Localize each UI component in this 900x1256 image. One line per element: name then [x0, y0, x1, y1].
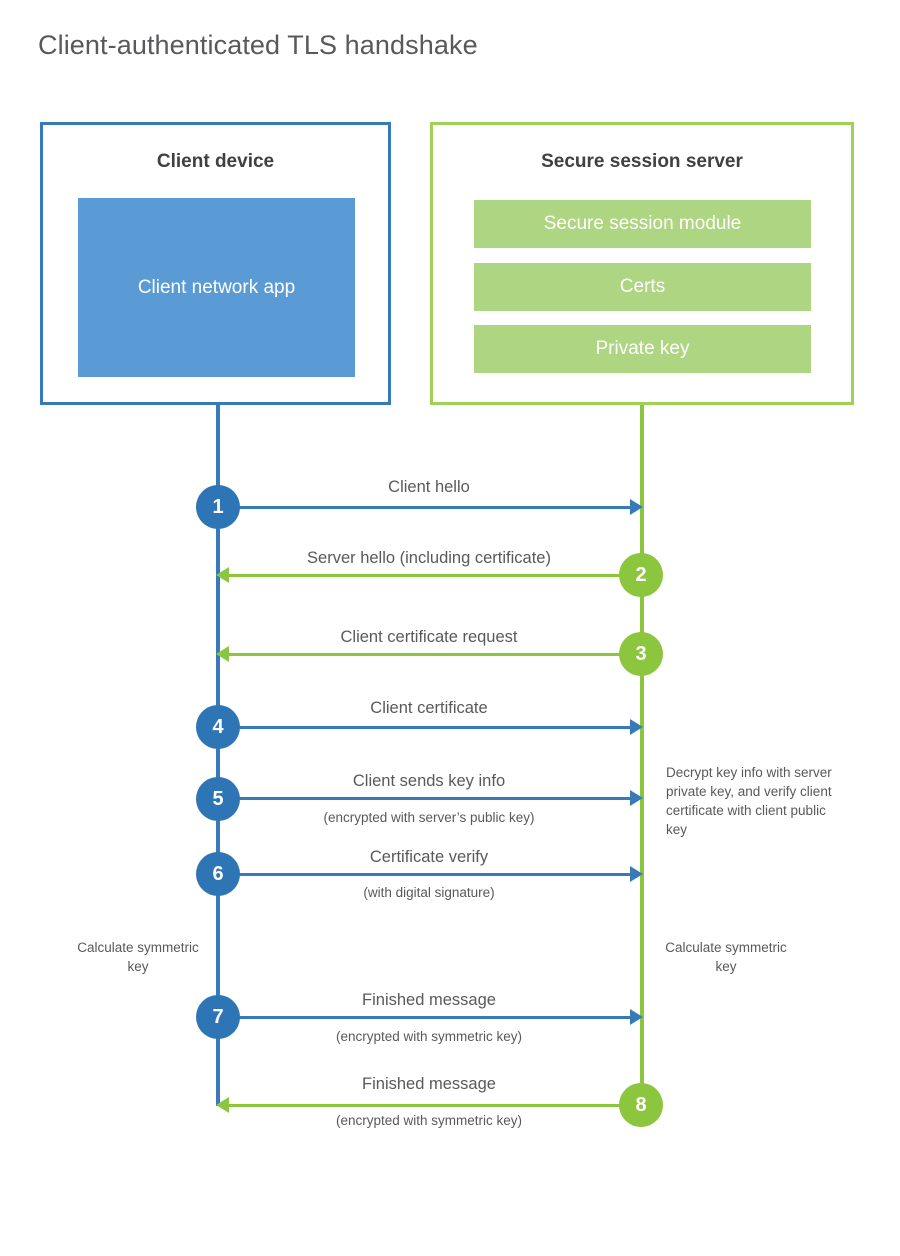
server-module-certs: Certs — [474, 263, 811, 311]
step-8-label: Finished message — [362, 1075, 496, 1093]
client-network-app-block: Client network app — [78, 198, 355, 377]
step-5-label: Client sends key info — [352, 772, 506, 790]
step-8-circle[interactable]: 8 — [619, 1083, 663, 1127]
step-6-sublabel: (with digital signature) — [363, 885, 495, 900]
step-2-circle[interactable]: 2 — [619, 553, 663, 597]
step-4-arrowhead — [630, 719, 643, 735]
server-lifeline — [640, 405, 644, 1106]
step-5-sublabel: (encrypted with server’s public key) — [323, 810, 535, 825]
step-6-arrow-line — [218, 873, 636, 876]
step-6-arrowhead — [630, 866, 643, 882]
step-8-sublabel: (encrypted with symmetric key) — [335, 1113, 523, 1128]
step-8-arrowhead — [216, 1097, 229, 1113]
step-1-arrow-line — [218, 506, 636, 509]
step-7-sublabel: (encrypted with symmetric key) — [335, 1029, 523, 1044]
step-1-arrowhead — [630, 499, 643, 515]
step-8-arrow-line — [226, 1104, 640, 1107]
page-title: Client-authenticated TLS handshake — [38, 30, 478, 60]
secure-session-server-box: Secure session server Secure session mod… — [430, 122, 854, 405]
step-3-arrowhead — [216, 646, 229, 662]
step-2-arrow-line — [226, 574, 640, 577]
step-7-circle[interactable]: 7 — [196, 995, 240, 1039]
server-calculate-symmetric-key-annotation: Calculate symmetric key — [665, 940, 787, 975]
step-6-circle[interactable]: 6 — [196, 852, 240, 896]
step-1-label: Client hello — [388, 478, 470, 496]
step-7-label: Finished message — [362, 991, 496, 1009]
client-device-box: Client device Client network app — [40, 122, 391, 405]
step-1-circle[interactable]: 1 — [196, 485, 240, 529]
client-calculate-symmetric-key-annotation: Calculate symmetric key — [77, 940, 199, 975]
client-device-title: Client device — [156, 151, 275, 172]
step-6-label: Certificate verify — [369, 848, 489, 866]
step-4-label: Client certificate — [370, 699, 488, 717]
step-5-circle[interactable]: 5 — [196, 777, 240, 821]
step-5-arrow-line — [218, 797, 636, 800]
secure-session-server-title: Secure session server — [541, 151, 743, 172]
step-3-arrow-line — [226, 653, 640, 656]
step-2-label: Server hello (including certificate) — [307, 549, 551, 567]
step-5-arrowhead — [630, 790, 643, 806]
step-3-circle[interactable]: 3 — [619, 632, 663, 676]
step-2-arrowhead — [216, 567, 229, 583]
step-3-label: Client certificate request — [340, 628, 518, 646]
server-module-private-key: Private key — [474, 325, 811, 373]
step-4-arrow-line — [218, 726, 636, 729]
step-7-arrowhead — [630, 1009, 643, 1025]
server-decrypt-annotation: Decrypt key info with server private key… — [666, 765, 832, 838]
step-4-circle[interactable]: 4 — [196, 705, 240, 749]
client-lifeline — [216, 405, 220, 1106]
server-module-secure-session-module: Secure session module — [474, 200, 811, 248]
step-7-arrow-line — [218, 1016, 636, 1019]
